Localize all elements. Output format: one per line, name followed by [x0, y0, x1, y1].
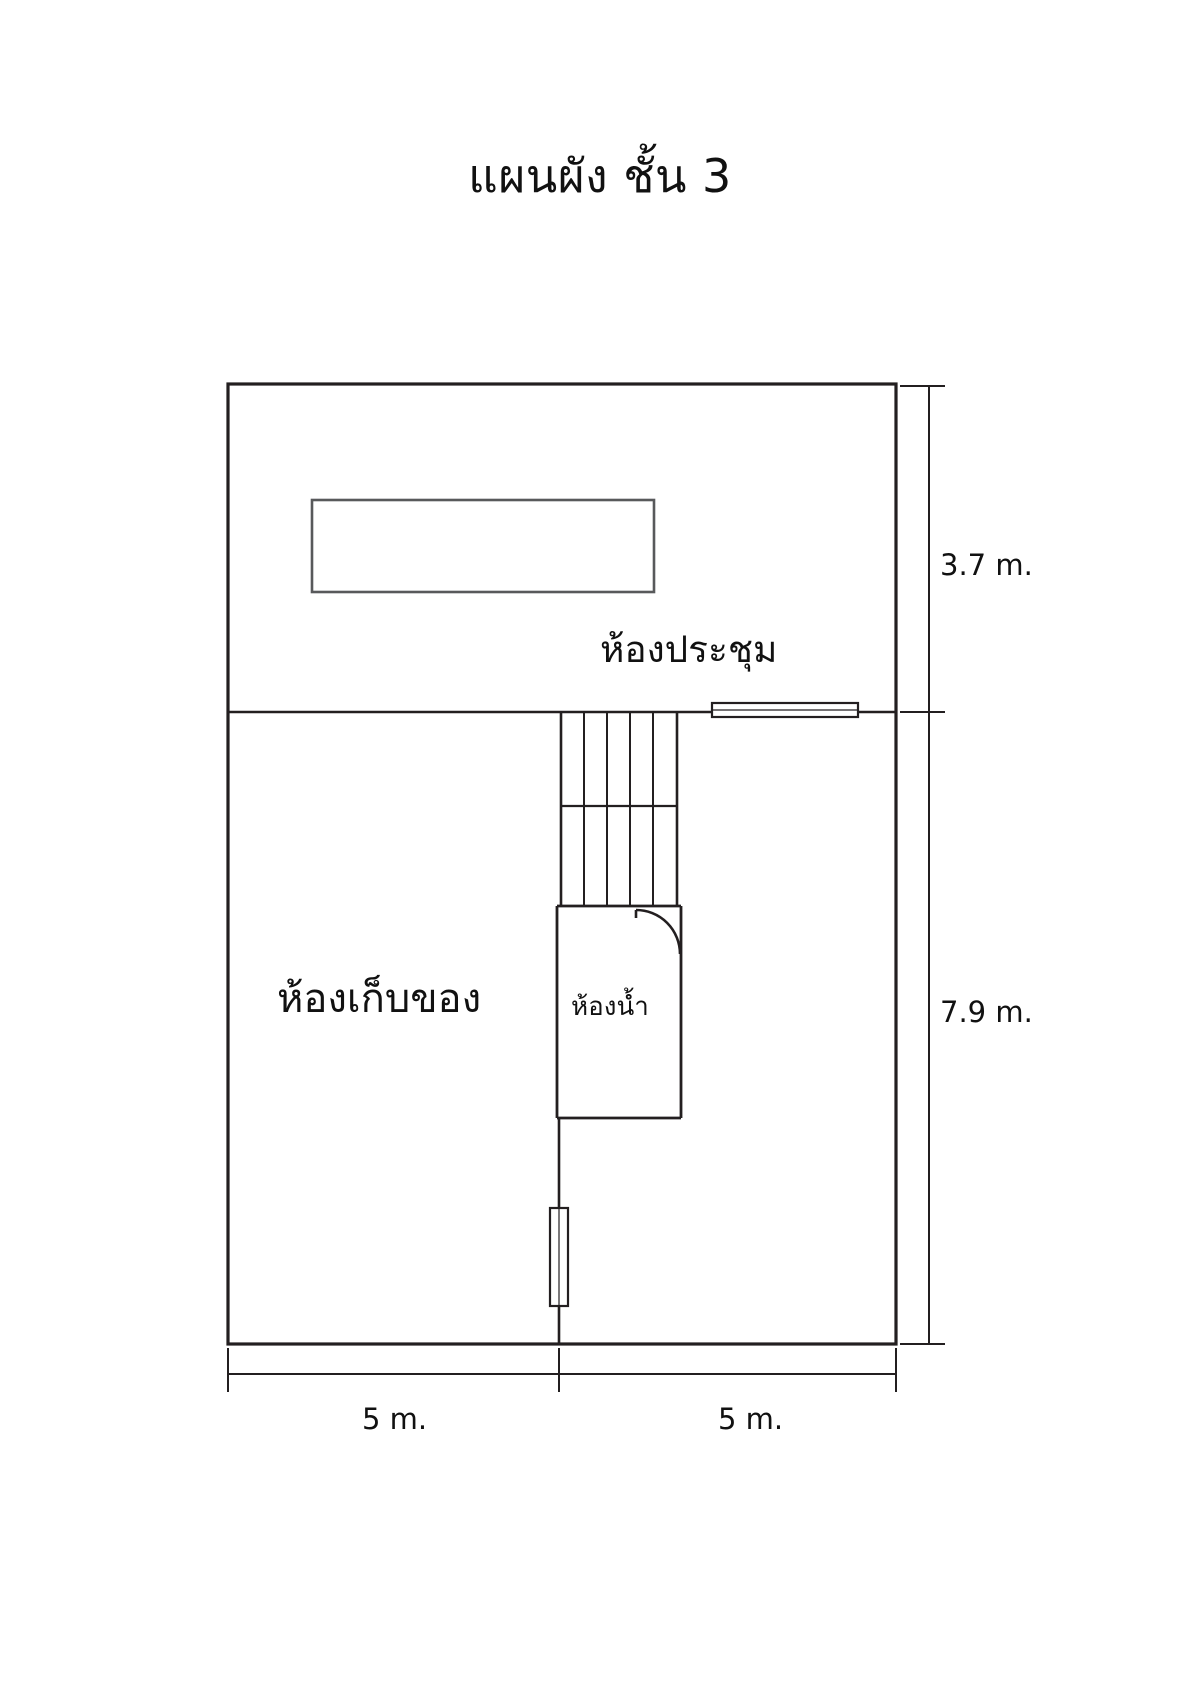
door-meeting-room-icon [710, 701, 860, 719]
door-bathroom-icon [634, 908, 682, 955]
dimension-label-width-right: 5 m. [718, 1402, 784, 1436]
dimension-right [900, 385, 945, 1345]
bathroom-walls [555, 904, 683, 1120]
page-title: แผนผัง ชั้น 3 [468, 149, 732, 203]
dimension-bottom [227, 1348, 897, 1392]
dimension-label-height-lower: 7.9 m. [940, 995, 1033, 1029]
room-label-bathroom: ห้องน้ำ [571, 992, 649, 1022]
conference-table-icon [310, 498, 656, 594]
room-label-storage-room: ห้องเก็บของ [277, 976, 482, 1022]
room-label-meeting-room: ห้องประชุม [600, 628, 778, 671]
building-outline [226, 382, 898, 1346]
dimension-label-width-left: 5 m. [362, 1402, 428, 1436]
dimension-label-height-upper: 3.7 m. [940, 548, 1033, 582]
staircase-icon [559, 712, 679, 906]
door-entry-bottom-icon [548, 1206, 570, 1308]
